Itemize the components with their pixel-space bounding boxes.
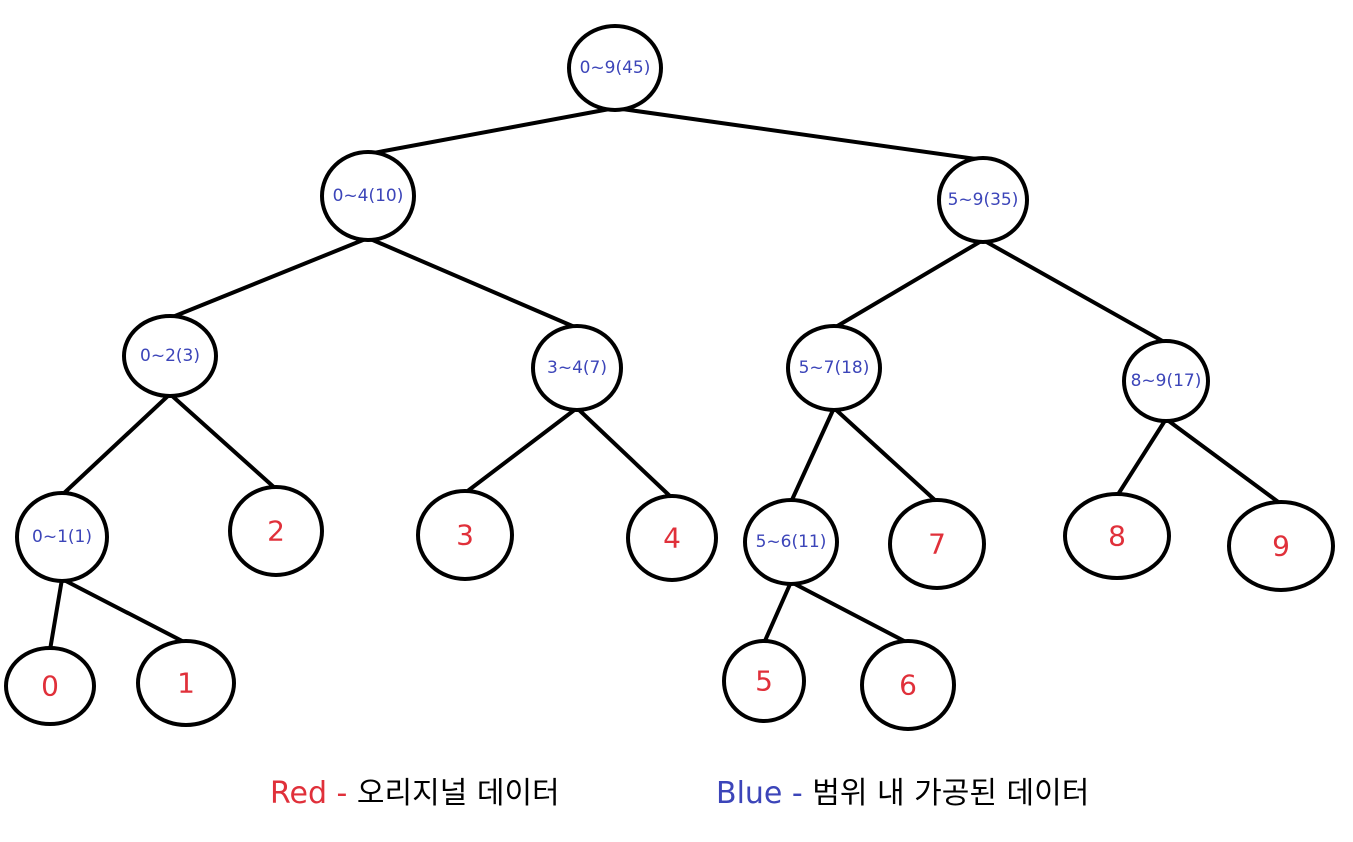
legend-blue-description: 범위 내 가공된 데이터 bbox=[812, 776, 1090, 811]
node-circle bbox=[320, 150, 416, 242]
node-circle bbox=[567, 24, 663, 112]
node-n8-9: 8~9(17) bbox=[1122, 339, 1210, 423]
node-label: 6 bbox=[899, 669, 917, 702]
node-label: 2 bbox=[267, 515, 285, 548]
node-leaf0: 0 bbox=[4, 646, 96, 726]
edge-n5-7-to-n5-6 bbox=[789, 406, 836, 504]
edge-n0-1-to-leaf0 bbox=[48, 577, 64, 652]
node-leaf7: 7 bbox=[888, 498, 986, 590]
node-circle bbox=[122, 314, 218, 398]
edge-n5-9-to-n5-7 bbox=[832, 238, 985, 330]
node-n0-1: 0~1(1) bbox=[15, 491, 109, 583]
node-label: 3~4(7) bbox=[547, 358, 607, 378]
node-circle bbox=[743, 498, 839, 586]
node-n3-4: 3~4(7) bbox=[531, 324, 623, 412]
node-label: 8~9(17) bbox=[1131, 371, 1202, 391]
edge-n0-9-to-n5-9 bbox=[613, 106, 985, 162]
edge-n0-9-to-n0-4 bbox=[366, 106, 617, 156]
edge-n3-4-to-leaf3 bbox=[463, 406, 579, 495]
node-label: 3 bbox=[456, 519, 474, 552]
nodes-layer: 0~9(45) 0~4(10) 5~9(35) 0~2(3) 3~4(7) 5~7(18)… bbox=[4, 24, 1335, 731]
segment-tree-diagram: 0~9(45) 0~4(10) 5~9(35) 0~2(3) 3~4(7) 5~7(18)… bbox=[4, 24, 1335, 731]
node-leaf5: 5 bbox=[722, 639, 806, 723]
node-label: 0~2(3) bbox=[140, 346, 200, 366]
node-label: 8 bbox=[1108, 520, 1126, 553]
node-circle bbox=[860, 639, 956, 731]
edge-n5-9-to-n8-9 bbox=[981, 238, 1168, 345]
node-circle bbox=[937, 156, 1029, 244]
edge-n3-4-to-leaf4 bbox=[575, 406, 674, 500]
node-n0-9: 0~9(45) bbox=[567, 24, 663, 112]
node-label: 0 bbox=[41, 670, 59, 703]
edge-n0-2-to-n0-1 bbox=[60, 392, 172, 497]
node-leaf9: 9 bbox=[1227, 500, 1335, 592]
node-circle bbox=[416, 489, 514, 581]
node-label: 4 bbox=[663, 522, 681, 555]
legend-processed: Blue - 범위 내 가공된 데이터 bbox=[716, 768, 1089, 812]
node-circle bbox=[626, 494, 718, 582]
node-leaf8: 8 bbox=[1063, 492, 1171, 580]
node-label: 7 bbox=[928, 528, 946, 561]
node-label: 5 bbox=[755, 665, 773, 698]
edge-n8-9-to-leaf8 bbox=[1115, 417, 1168, 498]
edge-n0-4-to-n0-2 bbox=[168, 236, 370, 320]
node-circle bbox=[722, 639, 806, 723]
node-circle bbox=[888, 498, 986, 590]
node-circle bbox=[786, 324, 882, 412]
legend-red-key: Red bbox=[270, 776, 327, 811]
edge-n5-6-to-leaf6 bbox=[789, 580, 910, 645]
edge-n5-7-to-leaf7 bbox=[832, 406, 939, 504]
node-n0-2: 0~2(3) bbox=[122, 314, 218, 398]
node-circle bbox=[136, 639, 236, 727]
legend-red-description: 오리지널 데이터 bbox=[356, 776, 560, 811]
node-n5-6: 5~6(11) bbox=[743, 498, 839, 586]
node-label: 0~4(10) bbox=[333, 186, 404, 206]
node-label: 1 bbox=[177, 667, 195, 700]
edge-n5-6-to-leaf5 bbox=[762, 580, 793, 645]
node-label: 0~9(45) bbox=[580, 58, 651, 78]
legend-red-separator: - bbox=[327, 776, 357, 811]
node-label: 5~6(11) bbox=[756, 532, 827, 552]
node-leaf1: 1 bbox=[136, 639, 236, 727]
edge-n0-4-to-n3-4 bbox=[366, 236, 579, 330]
legend-original: Red - 오리지널 데이터 bbox=[270, 768, 560, 812]
node-label: 5~7(18) bbox=[799, 358, 870, 378]
node-n5-9: 5~9(35) bbox=[937, 156, 1029, 244]
node-circle bbox=[1227, 500, 1335, 592]
edges-layer bbox=[48, 106, 1283, 652]
node-label: 5~9(35) bbox=[948, 190, 1019, 210]
edge-n8-9-to-leaf9 bbox=[1164, 417, 1283, 506]
node-leaf2: 2 bbox=[228, 485, 324, 577]
edge-n0-1-to-leaf1 bbox=[60, 577, 188, 645]
node-leaf6: 6 bbox=[860, 639, 956, 731]
legend-blue-separator: - bbox=[782, 776, 813, 811]
legend-blue-key: Blue bbox=[716, 776, 783, 811]
node-circle bbox=[1122, 339, 1210, 423]
node-circle bbox=[4, 646, 96, 726]
node-circle bbox=[1063, 492, 1171, 580]
node-label: 9 bbox=[1272, 530, 1290, 563]
edge-n0-2-to-leaf2 bbox=[168, 392, 278, 491]
node-circle bbox=[228, 485, 324, 577]
node-n0-4: 0~4(10) bbox=[320, 150, 416, 242]
node-circle bbox=[531, 324, 623, 412]
node-circle bbox=[15, 491, 109, 583]
node-n5-7: 5~7(18) bbox=[786, 324, 882, 412]
node-label: 0~1(1) bbox=[32, 527, 92, 547]
node-leaf4: 4 bbox=[626, 494, 718, 582]
node-leaf3: 3 bbox=[416, 489, 514, 581]
